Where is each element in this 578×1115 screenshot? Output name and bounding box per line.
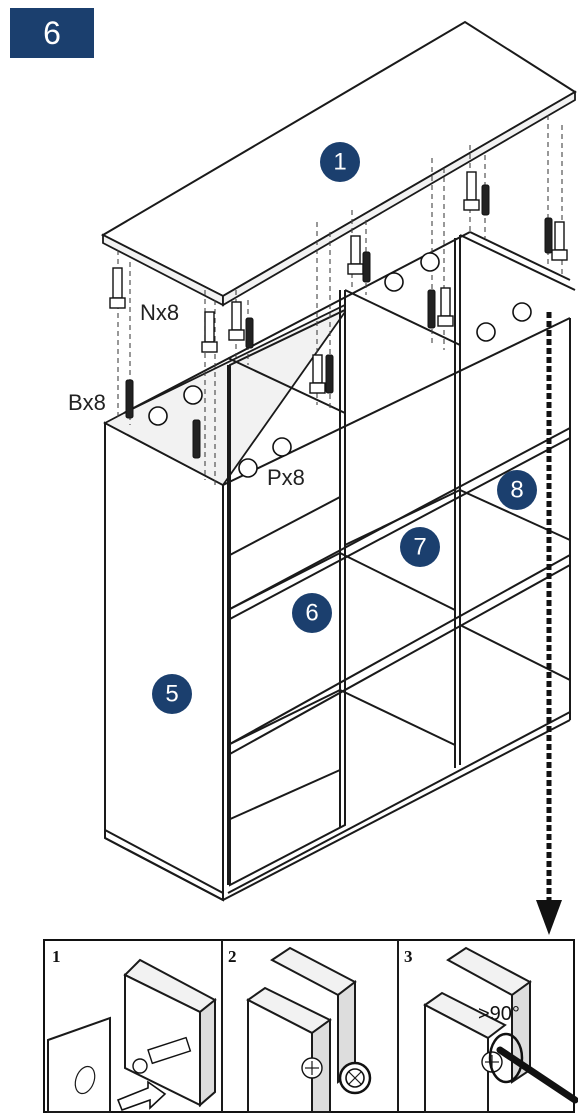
- cam-lock: [238, 458, 258, 478]
- back-panel-arrow: [536, 312, 562, 935]
- callout-7: 7: [400, 527, 440, 567]
- callout-5: 5: [152, 674, 192, 714]
- bolt-detail: [147, 1036, 192, 1065]
- cam-bolt: [463, 171, 480, 211]
- detail-step-2: 2: [228, 946, 372, 1113]
- callout-8: 8: [497, 470, 537, 510]
- callout-6: 6: [292, 593, 332, 633]
- callout-5-label: 5: [165, 681, 178, 708]
- arrow-head-icon: [536, 900, 562, 935]
- screwdriver-icon: [496, 1046, 578, 1104]
- detail-step-2-number: 2: [228, 947, 237, 966]
- cam-lock: [512, 302, 532, 322]
- cam-bolt: [309, 354, 326, 394]
- cam-lock: [420, 252, 440, 272]
- rotation-angle-label: >90°: [478, 1003, 520, 1025]
- hardware-label-n: Nx8: [140, 300, 179, 325]
- dowel: [245, 317, 254, 349]
- dowel: [427, 289, 436, 329]
- cam-bolt: [109, 267, 126, 309]
- callout-6-label: 6: [305, 600, 318, 627]
- callout-1: 1: [320, 142, 360, 182]
- top-panel-side-edge: [222, 90, 576, 307]
- callout-7-label: 7: [413, 534, 426, 561]
- dowel: [325, 354, 334, 394]
- cabinet-body: [103, 231, 576, 902]
- rotate-arrow-icon: [488, 1032, 524, 1084]
- hardware-label-b: Bx8: [68, 390, 106, 415]
- cam-lock: [476, 322, 496, 342]
- dowel: [125, 379, 134, 419]
- dowel: [544, 217, 553, 254]
- cam-lock: [148, 406, 168, 426]
- cam-lock: [384, 272, 404, 292]
- cam-bolt: [551, 221, 568, 261]
- detail-step-1-number: 1: [52, 947, 61, 966]
- hardware-label-p: Px8: [267, 465, 305, 490]
- detail-step-3-number: 3: [404, 947, 413, 966]
- cam-bolt: [228, 301, 245, 341]
- callout-1-label: 1: [333, 149, 346, 176]
- insert-arrow-icon: [116, 1080, 167, 1112]
- callout-8-label: 8: [510, 477, 523, 504]
- detail-step-1: 1: [47, 947, 217, 1113]
- cam-lock: [183, 385, 203, 405]
- step-number-badge: 6: [10, 8, 94, 58]
- detail-step-3: 3 >90°: [404, 946, 578, 1113]
- hardware: [109, 171, 568, 478]
- dowel: [362, 251, 371, 283]
- left-side-panel: [104, 421, 224, 902]
- cam-bolt: [201, 311, 218, 353]
- dowel: [192, 419, 201, 459]
- dowel: [481, 184, 490, 216]
- cam-bolt: [437, 287, 454, 327]
- cam-bolt: [347, 235, 364, 275]
- step-number: 6: [43, 14, 61, 51]
- cam-lock: [272, 437, 292, 457]
- detail-panels: 1 2: [43, 939, 578, 1113]
